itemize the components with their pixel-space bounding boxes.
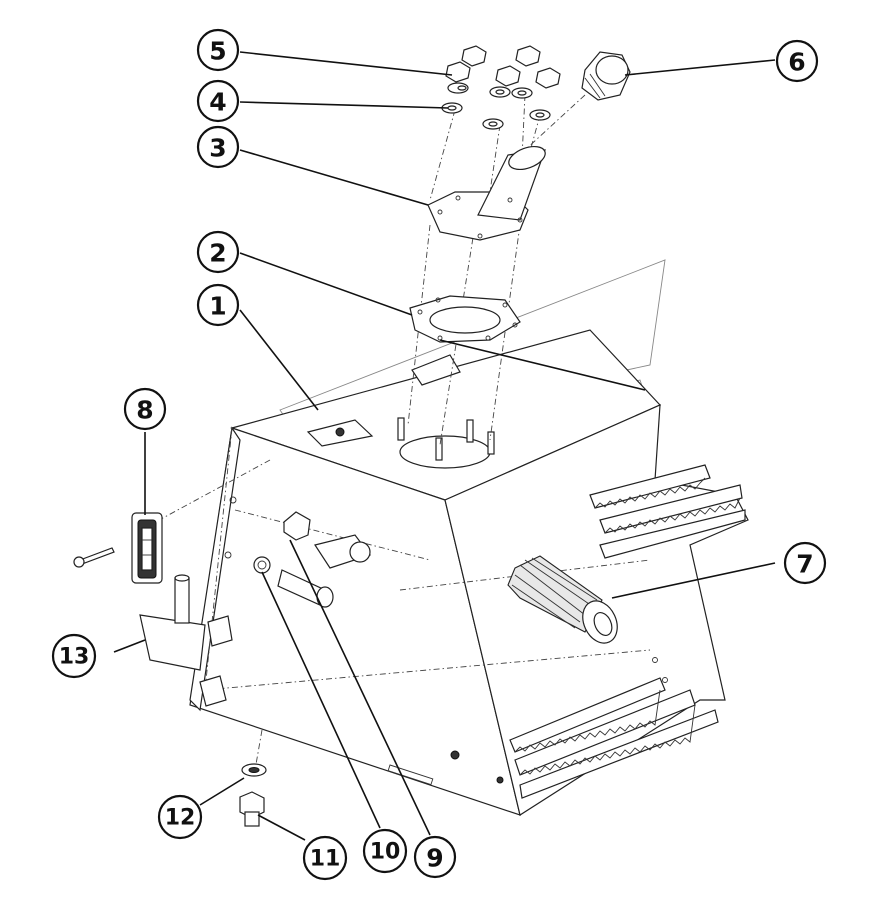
callout-6: 6 [775, 39, 819, 83]
callout-10: 10 [362, 828, 408, 874]
nuts-and-washers [441, 45, 561, 130]
callout-1: 1 [196, 283, 240, 327]
callout-7: 7 [783, 541, 827, 585]
callout-2: 2 [196, 230, 240, 274]
callout-11: 11 [302, 835, 348, 881]
callout-5-label: 5 [209, 37, 226, 66]
leader-lines [113, 51, 776, 841]
gasket [409, 295, 521, 343]
callout-5: 5 [196, 28, 240, 72]
callout-12-label: 12 [165, 806, 196, 831]
filler-neck-plate [427, 145, 546, 241]
callout-10-label: 10 [370, 840, 401, 865]
return-fittings [253, 511, 371, 608]
callout-7-label: 7 [796, 550, 813, 579]
callout-4: 4 [196, 79, 240, 123]
serrated-rails [509, 464, 746, 799]
callout-13: 13 [51, 633, 97, 679]
breather-bracket [139, 574, 233, 707]
callout-11-label: 11 [310, 847, 341, 872]
callout-12: 12 [157, 794, 203, 840]
callout-8: 8 [123, 387, 167, 431]
callout-9: 9 [413, 835, 457, 879]
drain-plug [239, 729, 267, 827]
callout-6-label: 6 [788, 48, 805, 77]
callout-1-label: 1 [209, 292, 226, 321]
callout-9-label: 9 [426, 844, 443, 873]
callout-3-label: 3 [209, 134, 226, 163]
callout-8-label: 8 [136, 396, 153, 425]
callouts: 1 2 3 4 5 6 7 8 [51, 28, 827, 881]
callout-4-label: 4 [209, 88, 226, 117]
filler-cap [581, 51, 631, 101]
callout-13-label: 13 [59, 645, 90, 670]
level-sight-gauge [73, 512, 163, 584]
suction-strainer [507, 555, 618, 644]
assembly-lines [149, 94, 586, 526]
callout-3: 3 [196, 125, 240, 169]
callout-2-label: 2 [209, 239, 226, 268]
